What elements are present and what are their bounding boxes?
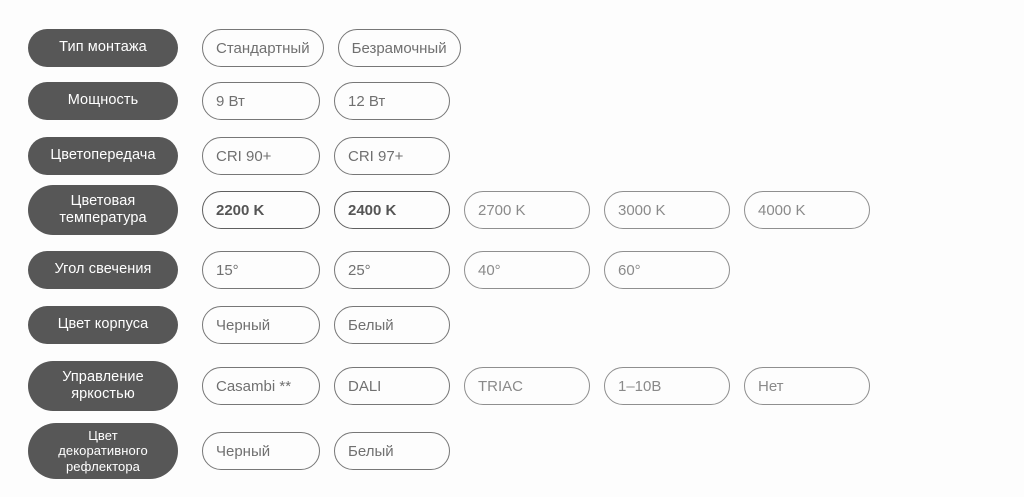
option-pill[interactable]: 15°: [202, 251, 320, 289]
spec-row: Цвет корпуса Черный Белый: [0, 301, 1024, 349]
option-pill[interactable]: CRI 90+: [202, 137, 320, 175]
option-pill[interactable]: CRI 97+: [334, 137, 450, 175]
spec-row: Цвет декоративного рефлектора Черный Белый: [0, 423, 1024, 479]
option-pill[interactable]: 9 Вт: [202, 82, 320, 120]
option-pill-group: Черный Белый: [202, 432, 1024, 470]
row-label-pill: Цвет корпуса: [28, 306, 178, 344]
spec-row: Цветовая температура 2200 K 2400 K 2700 K 30…: [0, 185, 1024, 235]
row-label-pill: Цвет декоративного рефлектора: [28, 423, 178, 479]
option-pill[interactable]: Белый: [334, 306, 450, 344]
spec-row: Цветопередача CRI 90+ CRI 97+: [0, 132, 1024, 180]
option-pill[interactable]: Черный: [202, 306, 320, 344]
row-label-pill: Тип монтажа: [28, 29, 178, 67]
option-pill-group: CRI 90+ CRI 97+: [202, 137, 1024, 175]
option-pill[interactable]: 2700 K: [464, 191, 590, 229]
spec-row: Мощность 9 Вт 12 Вт: [0, 77, 1024, 125]
option-pill[interactable]: Стандартный: [202, 29, 324, 67]
option-pill-group: 15° 25° 40° 60°: [202, 251, 1024, 289]
row-label-pill: Цветовая температура: [28, 185, 178, 235]
option-pill[interactable]: 40°: [464, 251, 590, 289]
option-pill[interactable]: Белый: [334, 432, 450, 470]
option-pill[interactable]: 4000 K: [744, 191, 870, 229]
option-pill[interactable]: Черный: [202, 432, 320, 470]
option-pill-group: 9 Вт 12 Вт: [202, 82, 1024, 120]
option-pill[interactable]: 3000 K: [604, 191, 730, 229]
spec-row: Управление яркостью Casambi ** DALI TRIAC 1–…: [0, 361, 1024, 411]
row-label-pill: Цветопередача: [28, 137, 178, 175]
row-label-pill: Управление яркостью: [28, 361, 178, 411]
option-pill[interactable]: 60°: [604, 251, 730, 289]
option-pill-group: Casambi ** DALI TRIAC 1–10В Нет: [202, 367, 1024, 405]
spec-row: Угол свечения 15° 25° 40° 60°: [0, 246, 1024, 294]
spec-row: Тип монтажа Стандартный Безрамочный: [0, 24, 1024, 72]
option-pill-group: Черный Белый: [202, 306, 1024, 344]
option-pill[interactable]: 12 Вт: [334, 82, 450, 120]
option-pill[interactable]: 1–10В: [604, 367, 730, 405]
row-label-pill: Мощность: [28, 82, 178, 120]
option-pill[interactable]: Нет: [744, 367, 870, 405]
option-pill[interactable]: 2400 K: [334, 191, 450, 229]
option-pill[interactable]: TRIAC: [464, 367, 590, 405]
option-pill[interactable]: Безрамочный: [337, 29, 461, 67]
option-pill[interactable]: DALI: [334, 367, 450, 405]
option-pill[interactable]: Casambi **: [202, 367, 320, 405]
option-pill-group: 2200 K 2400 K 2700 K 3000 K 4000 K: [202, 191, 1024, 229]
option-pill[interactable]: 2200 K: [202, 191, 320, 229]
row-label-pill: Угол свечения: [28, 251, 178, 289]
option-pill[interactable]: 25°: [334, 251, 450, 289]
option-pill-group: Стандартный Безрамочный: [202, 29, 1024, 67]
